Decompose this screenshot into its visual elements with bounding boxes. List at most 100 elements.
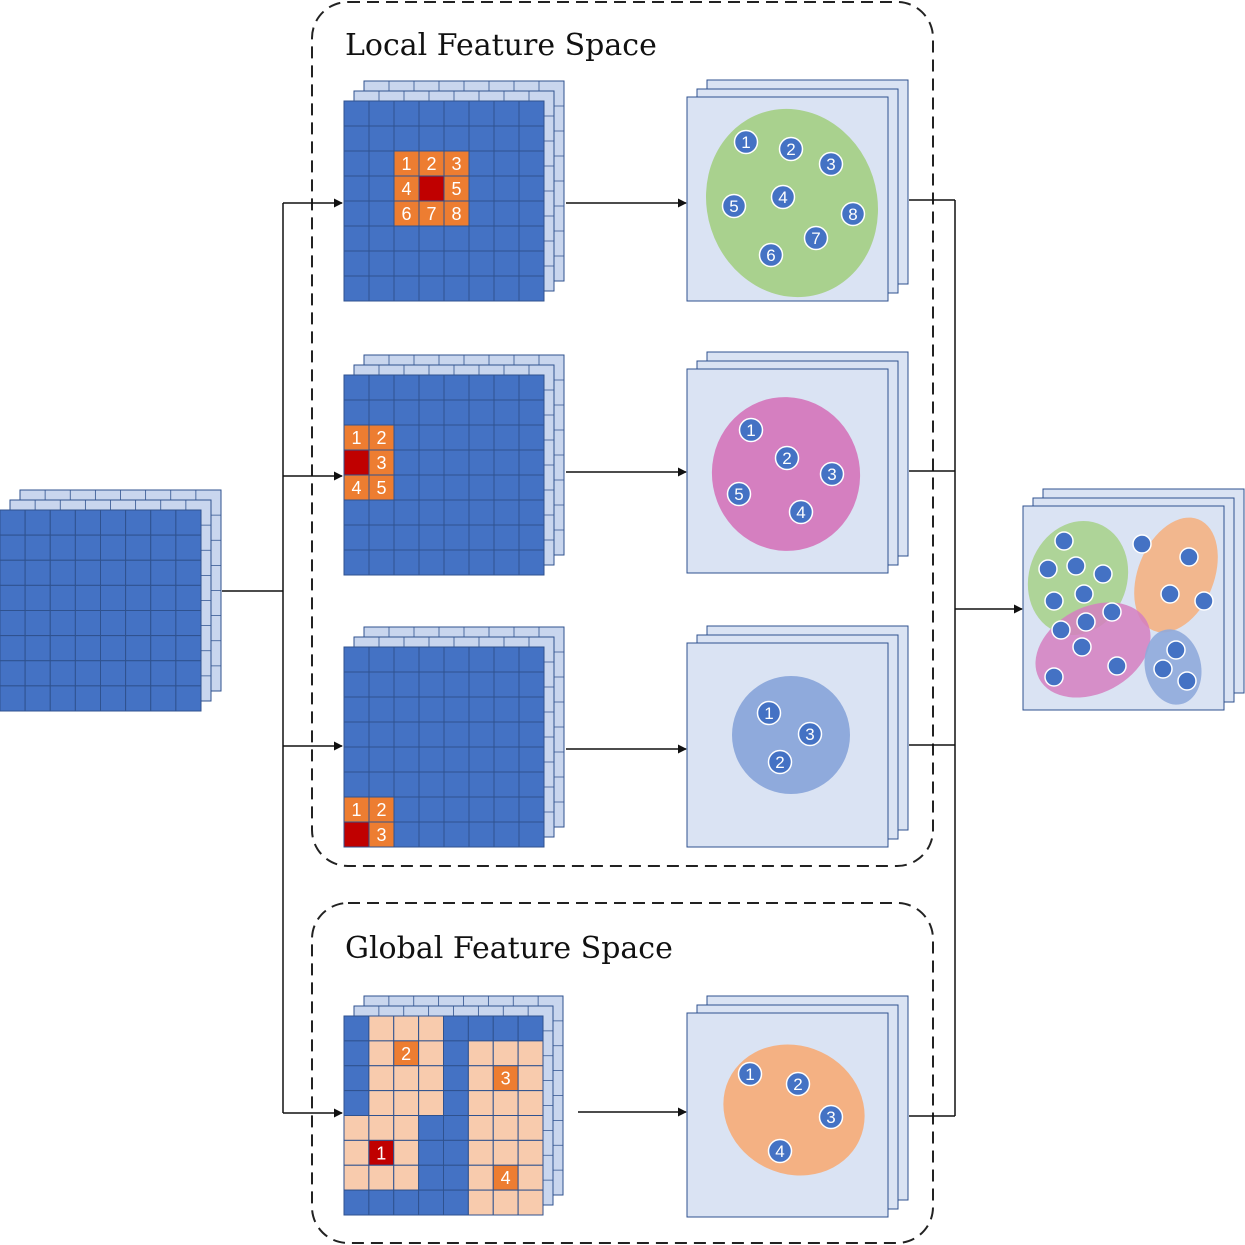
cluster-node <box>1179 547 1199 567</box>
grid-cell <box>368 671 395 698</box>
cluster-panel-local-edge: 12 34 5 <box>686 351 909 574</box>
grid-cell <box>468 150 495 177</box>
global-feature-space-box <box>311 902 934 1244</box>
grid-cell <box>175 509 202 536</box>
grid-cell <box>418 250 445 277</box>
grid-cell <box>518 696 545 723</box>
grid-cell <box>443 1040 469 1067</box>
grid-cell <box>492 1040 519 1067</box>
grid-cell <box>492 1090 519 1116</box>
grid-cell <box>518 796 545 823</box>
cluster-node: 1 <box>733 129 759 155</box>
grid-cell <box>343 696 370 723</box>
grid-cell <box>368 275 395 302</box>
grid-cell <box>175 635 202 662</box>
grid-cell <box>418 524 445 551</box>
grid-cell <box>393 150 420 177</box>
grid-cell <box>518 100 545 127</box>
grid-cell <box>368 1090 395 1116</box>
grid-cell <box>493 175 520 202</box>
grid-cell <box>100 685 127 712</box>
grid-cell <box>150 509 177 536</box>
grid-cell <box>74 685 101 712</box>
grid-cell <box>368 374 395 401</box>
grid-cell <box>493 225 520 252</box>
grid-cell <box>49 509 76 536</box>
grid-cell <box>468 275 495 302</box>
grid-cell <box>518 721 545 748</box>
grid-cell <box>418 746 445 773</box>
grid-cell <box>517 1015 544 1042</box>
grid-cell <box>393 225 420 252</box>
output-merged-panel <box>1022 488 1245 711</box>
grid-cell <box>418 1115 444 1141</box>
cluster-node: 4 <box>788 499 814 525</box>
grid-cell <box>418 275 445 302</box>
grid-cell <box>100 584 127 611</box>
grid-cell <box>343 524 370 551</box>
grid-cell <box>343 175 370 202</box>
grid-cell <box>443 374 470 401</box>
grid-cell <box>493 275 520 302</box>
grid-cell <box>418 399 445 426</box>
local-feature-space-title: Local Feature Space <box>345 28 657 63</box>
neighbor-index-label: 2 <box>401 1044 411 1064</box>
grid-cell <box>0 509 26 536</box>
grid-cell <box>100 509 127 536</box>
neighbor-index-label: 4 <box>351 478 361 498</box>
grid-cell <box>468 449 495 476</box>
grid-cell <box>368 721 395 748</box>
cluster-node <box>1044 667 1064 687</box>
cluster-node <box>1054 531 1074 551</box>
grid-cell <box>393 374 420 401</box>
grid-cell <box>368 200 395 227</box>
cluster-node-label: 2 <box>775 753 784 772</box>
cluster-panel-local-corner: 123 <box>686 625 909 848</box>
neighbor-index-label: 2 <box>426 154 436 174</box>
grid-cell <box>74 610 101 637</box>
grid-cell <box>343 1189 370 1216</box>
grid-cell <box>418 721 445 748</box>
grid-cell <box>418 424 445 451</box>
grid-cell <box>443 549 470 576</box>
grid-cell <box>74 559 101 586</box>
grid-cell <box>418 449 445 476</box>
grid-cell <box>125 660 152 687</box>
grid-cell <box>443 1139 469 1166</box>
cluster-node <box>1093 564 1113 584</box>
grid-cell <box>492 1015 519 1042</box>
neighbor-index-label: 1 <box>401 154 411 174</box>
grid-cell <box>368 399 395 426</box>
grid-front-layer <box>0 509 202 712</box>
neighbor-index-label: 2 <box>376 428 386 448</box>
cluster-node-label: 3 <box>827 465 836 484</box>
grid-cell <box>150 584 177 611</box>
grid-cell <box>493 549 520 576</box>
cluster-node-label: 1 <box>746 421 755 440</box>
grid-cell <box>343 771 370 798</box>
grid-cell <box>368 499 395 526</box>
grid-cell <box>125 635 152 662</box>
grid-cell <box>443 424 470 451</box>
grid-cell <box>368 1015 395 1042</box>
grid-cell <box>518 449 545 476</box>
cluster-node: 2 <box>774 445 800 471</box>
grid-cell <box>443 1189 469 1216</box>
grid-cell <box>368 225 395 252</box>
cluster-node: 2 <box>778 136 804 162</box>
grid-cell <box>0 685 26 712</box>
grid-cell <box>393 1115 420 1141</box>
grid-cell <box>393 474 420 501</box>
grid-cell <box>368 821 395 848</box>
grid-cell <box>517 1040 544 1067</box>
grid-cell <box>492 1164 519 1191</box>
neighbor-index-label: 4 <box>401 179 411 199</box>
cluster-node: 5 <box>726 481 752 507</box>
cluster-ellipse-blue <box>732 676 850 794</box>
grid-cell <box>517 1065 544 1092</box>
grid-cell <box>100 635 127 662</box>
grid-cell <box>100 559 127 586</box>
grid-cell <box>368 524 395 551</box>
